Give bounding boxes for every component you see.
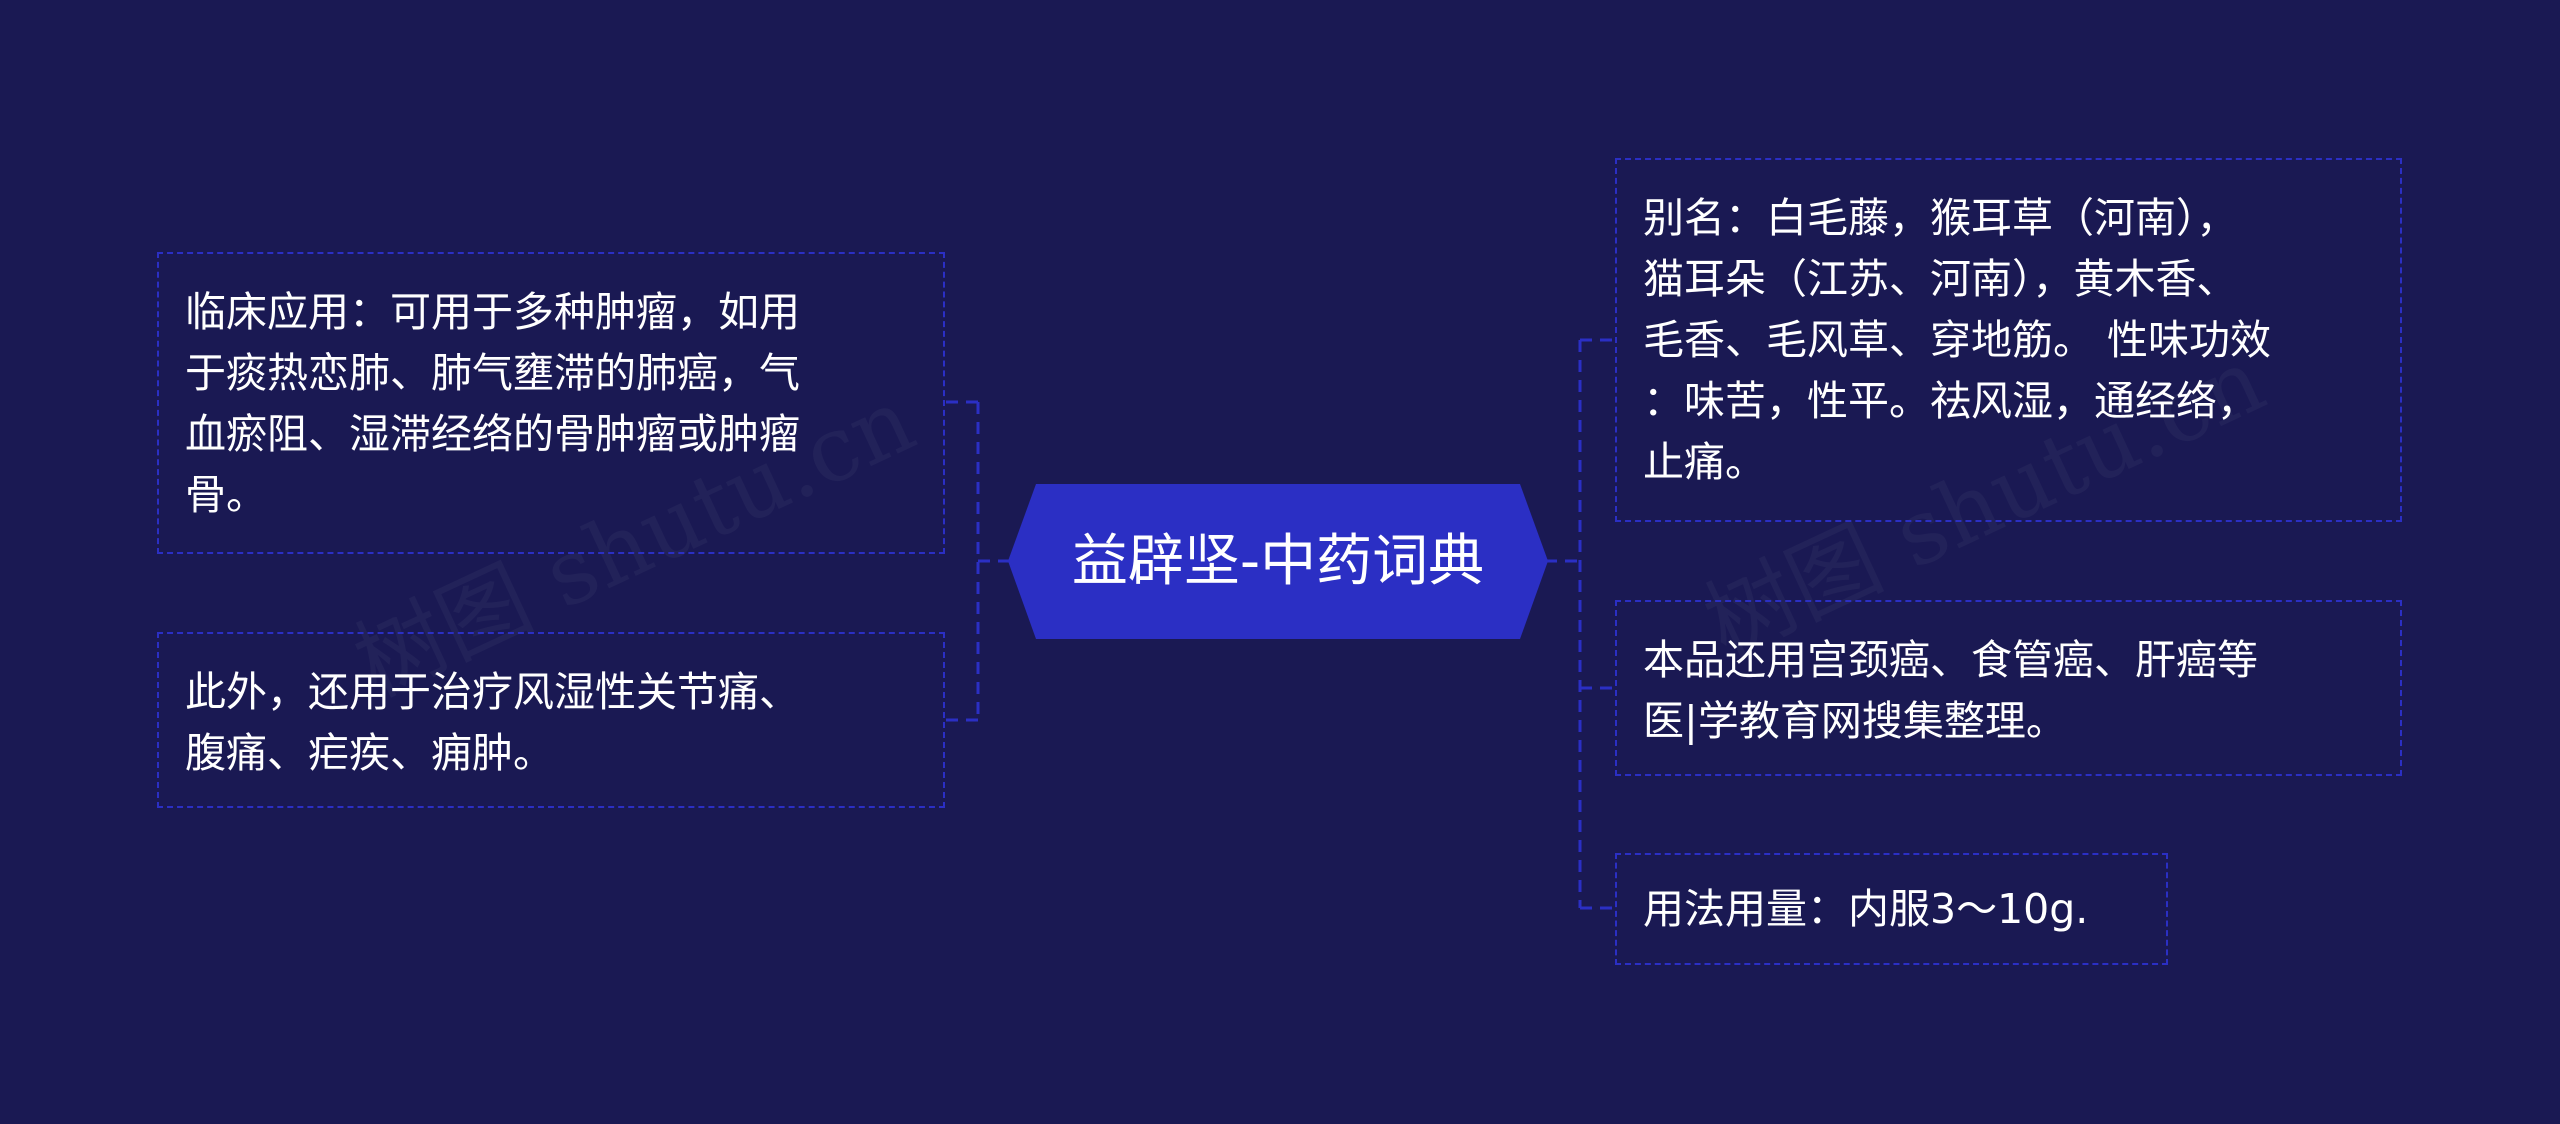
node-dosage[interactable]: 用法用量：内服3～10g. <box>1615 853 2168 965</box>
central-topic-label: 益辟坚-中药词典 <box>1071 529 1485 594</box>
node-clinical-application[interactable]: 临床应用：可用于多种肿瘤，如用 于痰热恋肺、肺气壅滞的肺癌，气 血瘀阻、湿滞经络… <box>157 252 945 554</box>
node-other-uses[interactable]: 此外，还用于治疗风湿性关节痛、 腹痛、疟疾、痈肿。 <box>157 632 945 808</box>
node-cancer-uses[interactable]: 本品还用宫颈癌、食管癌、肝癌等 医|学教育网搜集整理。 <box>1615 600 2402 776</box>
central-topic[interactable]: 益辟坚-中药词典 <box>1008 484 1548 639</box>
central-topic-shape <box>1008 484 1548 639</box>
node-aliases-properties[interactable]: 别名：白毛藤，猴耳草（河南）， 猫耳朵（江苏、河南），黄木香、 毛香、毛风草、穿… <box>1615 158 2402 522</box>
